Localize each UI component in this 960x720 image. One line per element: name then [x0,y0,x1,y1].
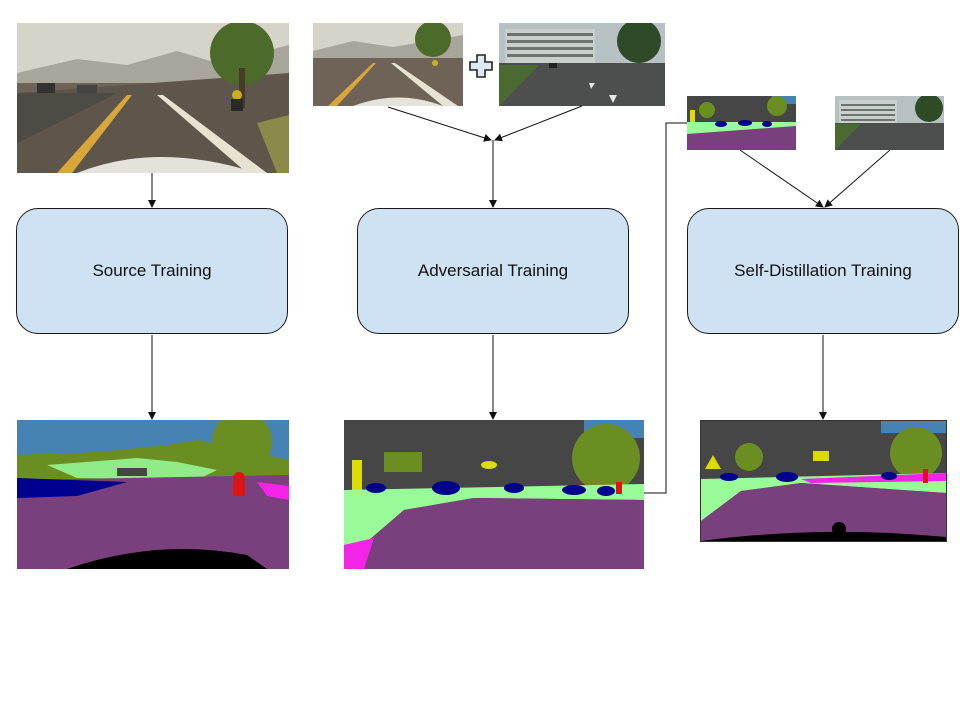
self-distillation-segmentation-output [700,420,947,542]
arrow-city2-to-sd [824,149,891,208]
arrow-city-to-merge [494,105,583,142]
pseudo-label-image [687,96,796,150]
cityscapes-image [499,23,665,106]
gta-source-image [17,23,289,173]
adversarial-training-label: Adversarial Training [417,261,569,280]
plus-icon [469,54,493,78]
arrow-pseudo-label-feedback [643,122,687,494]
adversarial-training-box: Adversarial Training [357,208,629,334]
self-distillation-training-box: Self-Distillation Training [687,208,959,334]
source-segmentation-output [17,420,289,569]
cityscapes-image-2 [835,96,944,150]
gta-target-image [313,23,463,106]
self-distillation-training-label: Self-Distillation Training [734,261,912,280]
source-training-box: Source Training [16,208,288,334]
arrow-label-to-sd [739,149,824,208]
adversarial-segmentation-output [344,420,644,569]
source-training-label: Source Training [92,261,212,280]
arrow-gta-to-merge [387,106,492,142]
